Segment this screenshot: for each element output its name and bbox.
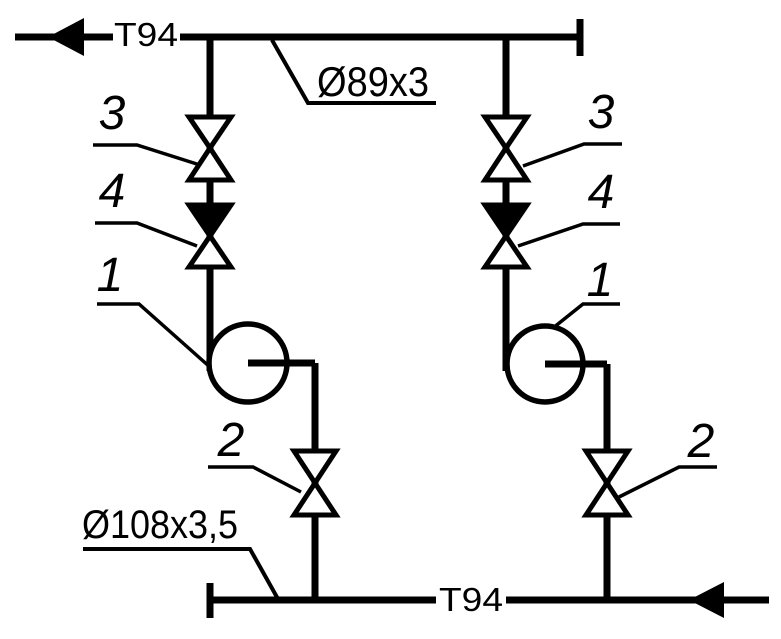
top-header-pipe: Т94 Ø89x3 <box>15 16 584 105</box>
callout-3-right-label: 3 <box>588 86 615 139</box>
valve-2-left <box>289 448 341 518</box>
top-dimension-leader <box>270 39 436 105</box>
flow-arrow-left-icon <box>48 18 84 56</box>
valve-3-left <box>184 114 236 183</box>
pump-unit-left <box>184 37 341 600</box>
callout-3-left-leader <box>93 143 201 167</box>
valve-2-right-upper-wedge <box>581 448 633 488</box>
valve-2-left-upper-wedge <box>289 448 341 488</box>
valve-4-right-upper-wedge <box>480 202 532 241</box>
callout-1-left-label: 1 <box>97 249 124 302</box>
valve-4-right <box>480 202 532 270</box>
valve-4-left-upper-wedge <box>184 202 236 241</box>
callout-2-right-leader <box>618 465 717 499</box>
flow-arrow-right-end-icon <box>689 582 724 618</box>
callout-1-left-leader <box>97 302 213 370</box>
valve-2-right <box>581 448 633 518</box>
callout-2-left-label: 2 <box>217 414 245 467</box>
valve-3-left-upper-wedge <box>184 114 236 153</box>
valve-3-right <box>480 114 532 183</box>
callout-1-right-leader <box>551 302 620 330</box>
valve-2-left-lower-wedge <box>289 478 341 518</box>
callout-2-left-leader <box>208 465 302 494</box>
callouts-left: 3 4 1 2 <box>93 87 302 494</box>
valve-3-right-lower-wedge <box>480 143 532 183</box>
bottom-pipe-system-label: Т94 <box>439 581 503 618</box>
callout-4-right-label: 4 <box>588 166 615 219</box>
callout-2-right-label: 2 <box>687 415 715 468</box>
pump-unit-right <box>480 37 633 600</box>
top-pipe-dimension-label: Ø89x3 <box>317 58 429 105</box>
bottom-header-pipe: Т94 Ø108x3,5 <box>82 503 769 618</box>
valve-4-right-lower-wedge <box>480 231 532 270</box>
callout-4-left-leader <box>95 221 198 248</box>
callout-3-right-leader <box>522 142 622 168</box>
valve-2-right-lower-wedge <box>581 478 633 518</box>
callouts-right: 3 4 1 2 <box>517 86 717 499</box>
valve-3-right-upper-wedge <box>480 114 532 153</box>
callout-3-left-label: 3 <box>99 87 126 140</box>
callout-4-left-label: 4 <box>99 165 126 218</box>
valve-4-left <box>184 202 236 270</box>
bottom-pipe-dimension-label: Ø108x3,5 <box>82 503 238 547</box>
callout-1-right-label: 1 <box>587 254 614 307</box>
top-pipe-system-label: Т94 <box>114 16 178 53</box>
callout-4-right-leader <box>517 222 620 248</box>
valve-4-left-lower-wedge <box>184 231 236 270</box>
bottom-dimension-leader <box>83 547 280 600</box>
